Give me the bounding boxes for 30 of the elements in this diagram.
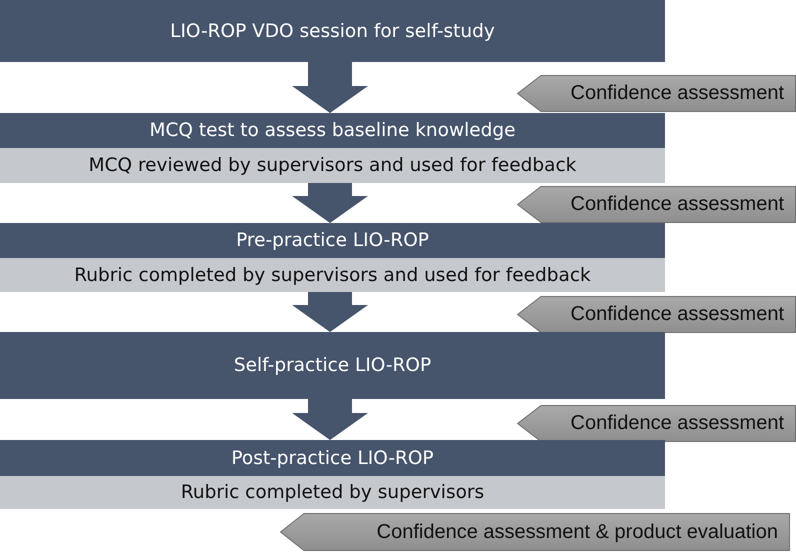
step-label: MCQ reviewed by supervisors and used for feedback <box>88 155 576 176</box>
assessment-tag <box>517 405 796 442</box>
step-box <box>0 113 665 148</box>
assessment-tag <box>517 296 796 333</box>
step-label: Post-practice LIO-ROP <box>231 448 434 468</box>
step-box <box>0 332 665 399</box>
assessment-tag <box>517 186 796 223</box>
block-arrow <box>292 292 368 332</box>
tag-label: Confidence assessment & product evaluation <box>376 520 778 544</box>
step-label: Rubric completed by supervisors <box>180 482 484 503</box>
tag-label: Confidence assessment <box>570 193 784 216</box>
assessment-tag <box>280 513 790 551</box>
assessment-tag <box>517 75 796 112</box>
review-bar <box>0 148 665 183</box>
step-label: LIO-ROP VDO session for self-study <box>170 20 495 42</box>
step-label: Self-practice LIO-ROP <box>234 355 432 376</box>
step-label: Rubric completed by supervisors and used for feedback <box>74 264 591 286</box>
tag-label: Confidence assessment <box>570 303 784 326</box>
block-arrow <box>292 62 368 113</box>
review-bar <box>0 258 665 292</box>
tag-label: Confidence assessment <box>570 412 784 435</box>
step-box <box>0 0 665 62</box>
step-box <box>0 440 665 476</box>
block-arrow <box>292 183 368 223</box>
tag-label: Confidence assessment <box>570 82 784 105</box>
step-box <box>0 223 665 258</box>
block-arrow <box>292 399 368 440</box>
step-label: MCQ test to assess baseline knowledge <box>150 120 516 141</box>
step-label: Pre-practice LIO-ROP <box>236 230 429 251</box>
review-bar <box>0 476 665 509</box>
